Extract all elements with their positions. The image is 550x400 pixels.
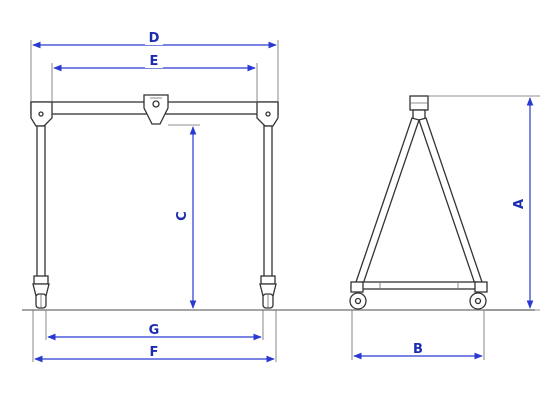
dimension-f-label: F xyxy=(150,345,159,360)
dimension-d-label: D xyxy=(149,31,160,46)
dimension-a-label: A xyxy=(512,199,527,209)
dimension-e-label: E xyxy=(150,54,159,69)
side-right-wheel xyxy=(469,281,488,310)
trolley xyxy=(143,94,169,125)
dimension-labels: D E C G F A B xyxy=(145,30,527,360)
side-left-wheel xyxy=(349,281,367,310)
side-left-leg xyxy=(354,117,420,288)
front-view xyxy=(30,94,279,309)
dimension-g-label: G xyxy=(149,323,160,338)
left-caster xyxy=(32,275,50,309)
dimension-lines xyxy=(32,41,534,363)
side-base-bar xyxy=(359,281,479,290)
left-leg xyxy=(36,125,46,279)
side-view xyxy=(349,95,488,310)
dimension-b-label: B xyxy=(413,342,423,357)
right-caster xyxy=(259,275,277,309)
right-leg xyxy=(263,125,273,279)
dimension-c-label: C xyxy=(175,211,190,221)
side-right-leg xyxy=(418,117,484,288)
extension-lines xyxy=(30,40,540,362)
